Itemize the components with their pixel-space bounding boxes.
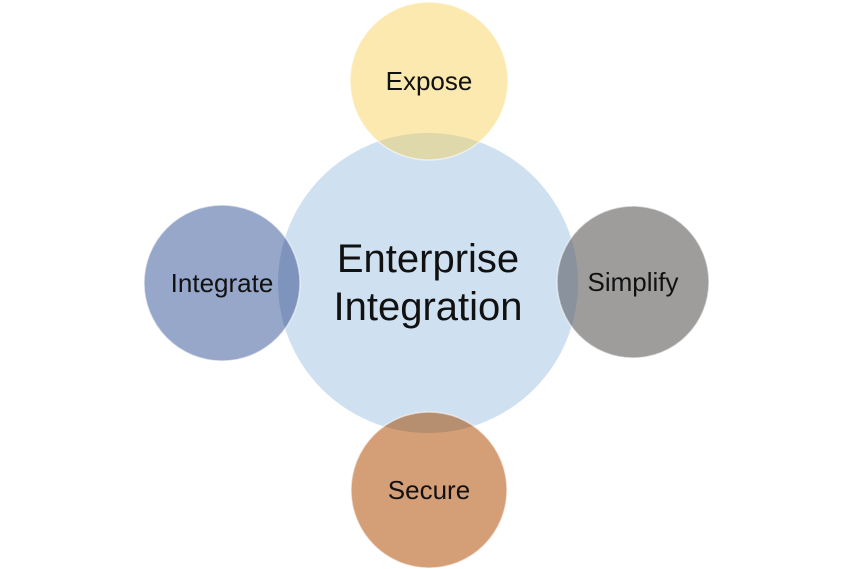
- simplify-label: Simplify: [587, 267, 678, 297]
- integrate-circle: [144, 205, 300, 361]
- center-label-line1: Enterprise: [337, 237, 519, 281]
- expose-label: Expose: [386, 66, 473, 96]
- secure-circle: [351, 412, 507, 568]
- center-circle: [278, 133, 578, 433]
- secure-label: Secure: [388, 475, 470, 505]
- node-secure: Secure: [350, 411, 508, 569]
- node-integrate: Integrate: [143, 204, 301, 362]
- expose-circle: [350, 2, 508, 160]
- secure-circle-rim: [350, 411, 508, 569]
- center-label-line2: Integration: [333, 285, 522, 329]
- integrate-label: Integrate: [171, 268, 274, 298]
- integrate-circle-rim: [143, 204, 301, 362]
- expose-circle-rim: [349, 1, 509, 161]
- node-expose: Expose: [349, 1, 509, 161]
- node-simplify: Simplify: [556, 205, 710, 359]
- simplify-circle: [557, 206, 709, 358]
- simplify-circle-rim: [556, 205, 710, 359]
